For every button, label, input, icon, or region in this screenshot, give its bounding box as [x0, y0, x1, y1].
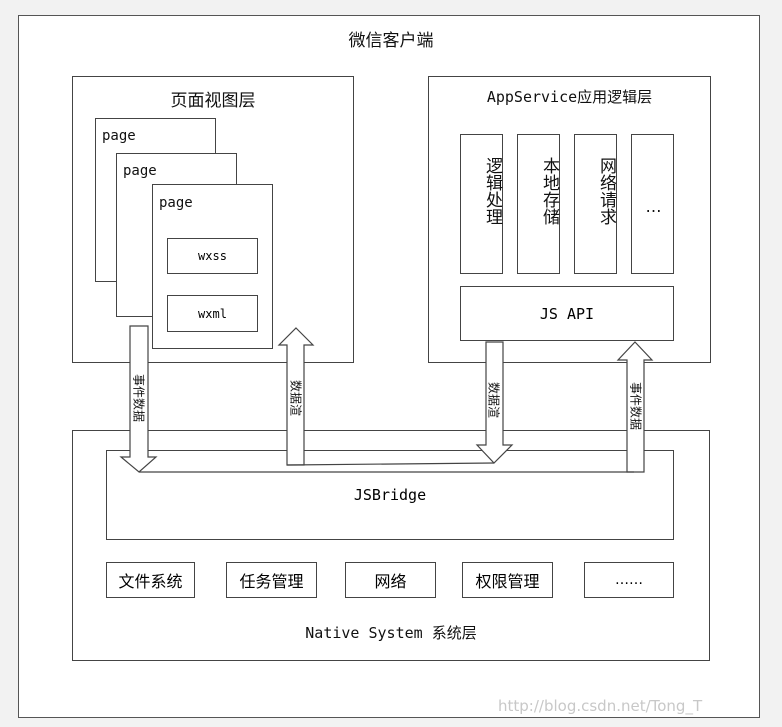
js-api-box: JS API: [460, 286, 674, 341]
native-module-file-system-label: 文件系统: [118, 572, 183, 591]
module-more: …: [631, 134, 674, 274]
wxss-label: wxss: [198, 249, 227, 263]
module-network-request-label: 网络请求: [596, 157, 616, 225]
native-module-network-label: 网络: [374, 572, 407, 591]
page-card-3-label: page: [159, 195, 193, 211]
right-down-arrow-label: 数据渲: [486, 381, 501, 419]
wxml-box: wxml: [167, 295, 258, 332]
jsbridge-box: JSBridge: [106, 450, 674, 540]
native-system-title: Native System 系统层: [305, 624, 477, 642]
module-storage-label: 本地存储: [539, 157, 559, 225]
right-up-arrow: [616, 341, 654, 473]
native-module-more: ……: [584, 562, 674, 598]
left-up-arrow-label: 数据渲: [288, 379, 303, 417]
native-module-task-manager: 任务管理: [226, 562, 317, 598]
module-storage: 本地存储: [517, 134, 560, 274]
js-api-label: JS API: [539, 304, 595, 323]
native-module-more-label: ……: [615, 572, 643, 588]
right-up-arrow-label: 事件数据: [628, 381, 643, 431]
left-down-arrow: [119, 325, 158, 473]
native-module-permissions: 权限管理: [462, 562, 553, 598]
jsbridge-label: JSBridge: [353, 486, 427, 504]
left-down-arrow-label: 事件数据: [131, 373, 146, 423]
bridge-connector-line-2: [286, 462, 495, 466]
native-module-permissions-label: 权限管理: [475, 572, 540, 591]
native-module-task-manager-label: 任务管理: [239, 572, 304, 591]
native-module-file-system: 文件系统: [106, 562, 195, 598]
page-card-1-label: page: [102, 128, 136, 144]
page-card-2-label: page: [123, 163, 157, 179]
native-module-network: 网络: [345, 562, 436, 598]
module-more-label: …: [645, 197, 662, 216]
module-logic-label: 逻辑处理: [482, 157, 502, 225]
wxml-label: wxml: [198, 306, 227, 321]
wxss-box: wxss: [167, 238, 258, 274]
client-title: 微信客户端: [348, 31, 434, 51]
app-service-title: AppService应用逻辑层: [486, 88, 653, 106]
module-network-request: 网络请求: [574, 134, 617, 274]
right-down-arrow: [475, 341, 514, 464]
view-layer-title: 页面视图层: [170, 91, 256, 111]
module-logic: 逻辑处理: [460, 134, 503, 274]
watermark: http://blog.csdn.net/Tong_T: [498, 697, 703, 715]
